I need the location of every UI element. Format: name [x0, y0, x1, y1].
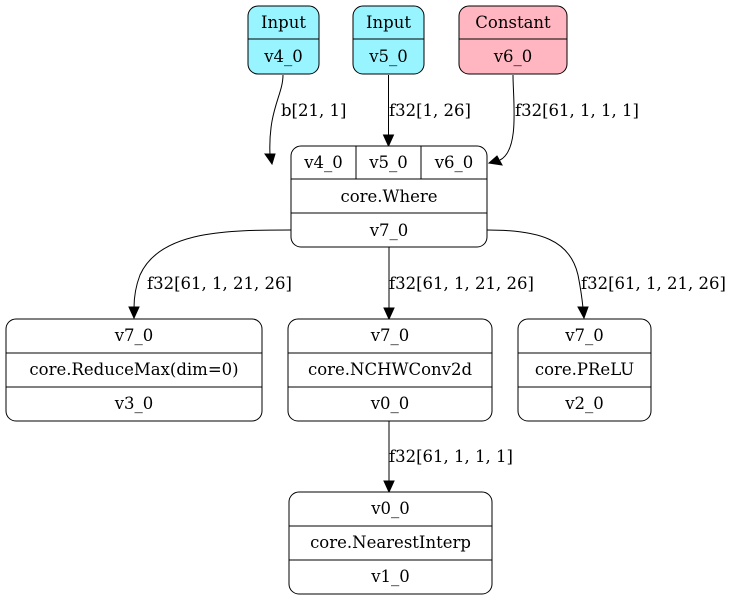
op-node-interp-op: core.NearestInterp: [310, 533, 471, 552]
op-node-conv-output: v0_0: [370, 394, 410, 413]
edge-conv-to-interp: f32[61, 1, 1, 1]: [383, 421, 513, 494]
constant-node-v6[interactable]: Constant v6_0: [458, 5, 568, 75]
input-node-v4-title: Input: [261, 13, 306, 32]
edge-where-to-prelu-arrow: [577, 306, 589, 320]
edge-where-to-prelu-label: f32[61, 1, 21, 26]: [581, 274, 726, 293]
op-node-prelu-op: core.PReLU: [535, 360, 634, 379]
input-node-v5-box: [352, 5, 425, 75]
constant-node-v6-title: Constant: [475, 13, 551, 32]
edge-v6-to-where-arrow: [487, 155, 503, 166]
edge-v4-to-where-label: b[21, 1]: [281, 101, 346, 120]
edge-v4-to-where-arrow: [264, 153, 276, 166]
constant-node-v6-box: [458, 5, 568, 75]
op-node-reducemax-input: v7_0: [114, 326, 154, 345]
edge-conv-to-interp-arrow: [383, 480, 395, 494]
edge-where-to-reducemax-label: f32[61, 1, 21, 26]: [147, 274, 292, 293]
edge-where-to-conv-arrow: [383, 307, 395, 321]
edge-where-to-reducemax: f32[61, 1, 21, 26]: [128, 229, 292, 320]
edge-v6-to-where: f32[61, 1, 1, 1]: [487, 74, 639, 166]
edge-where-to-conv-label: f32[61, 1, 21, 26]: [389, 274, 534, 293]
edge-where-to-reducemax-arrow: [128, 306, 140, 320]
op-node-where-input-v5: v5_0: [368, 153, 408, 172]
op-node-where[interactable]: v4_0 v5_0 v6_0 core.Where v7_0: [290, 145, 488, 248]
op-node-reducemax-op: core.ReduceMax(dim=0): [29, 360, 238, 379]
edge-v5-to-where: f32[1, 26]: [382, 75, 471, 148]
op-node-prelu-input: v7_0: [564, 326, 604, 345]
op-node-conv-box: [287, 318, 493, 422]
edge-where-to-conv: f32[61, 1, 21, 26]: [383, 247, 534, 321]
input-node-v4-box: [247, 5, 320, 75]
input-node-v5-title: Input: [366, 13, 411, 32]
input-node-v4-value: v4_0: [263, 47, 303, 66]
edge-v4-to-where-line: [269, 74, 284, 156]
op-node-interp-box: [288, 491, 493, 595]
op-node-interp[interactable]: v0_0 core.NearestInterp v1_0: [288, 491, 493, 595]
edge-v5-to-where-label: f32[1, 26]: [389, 101, 471, 120]
constant-node-v6-value: v6_0: [493, 47, 533, 66]
edge-conv-to-interp-label: f32[61, 1, 1, 1]: [389, 447, 513, 466]
op-node-interp-output: v1_0: [370, 567, 410, 586]
op-node-where-input-v4: v4_0: [303, 153, 343, 172]
edge-where-to-prelu-line: [486, 229, 584, 309]
op-node-conv-op: core.NCHWConv2d: [308, 360, 472, 379]
op-node-reducemax-box: [5, 318, 263, 422]
edge-where-to-reducemax-line: [133, 229, 292, 309]
op-node-prelu-output: v2_0: [564, 394, 604, 413]
op-node-reducemax-output: v3_0: [114, 394, 154, 413]
op-node-where-op: core.Where: [340, 187, 437, 206]
edge-v5-to-where-arrow: [382, 134, 395, 148]
op-node-reducemax[interactable]: v7_0 core.ReduceMax(dim=0) v3_0: [5, 318, 263, 422]
input-node-v5[interactable]: Input v5_0: [352, 5, 425, 75]
op-node-interp-input: v0_0: [370, 499, 410, 518]
op-node-where-output: v7_0: [369, 221, 409, 240]
op-node-prelu-box: [517, 318, 652, 422]
input-node-v5-value: v5_0: [368, 47, 408, 66]
op-node-prelu[interactable]: v7_0 core.PReLU v2_0: [517, 318, 652, 422]
edge-where-to-prelu: f32[61, 1, 21, 26]: [486, 229, 726, 320]
edge-v4-to-where: b[21, 1]: [264, 74, 346, 166]
edge-v6-to-where-label: f32[61, 1, 1, 1]: [515, 101, 639, 120]
edge-v6-to-where-line: [499, 74, 515, 161]
op-node-conv[interactable]: v7_0 core.NCHWConv2d v0_0: [287, 318, 493, 422]
op-node-conv-input: v7_0: [370, 326, 410, 345]
input-node-v4[interactable]: Input v4_0: [247, 5, 320, 75]
op-node-where-input-v6: v6_0: [434, 153, 474, 172]
